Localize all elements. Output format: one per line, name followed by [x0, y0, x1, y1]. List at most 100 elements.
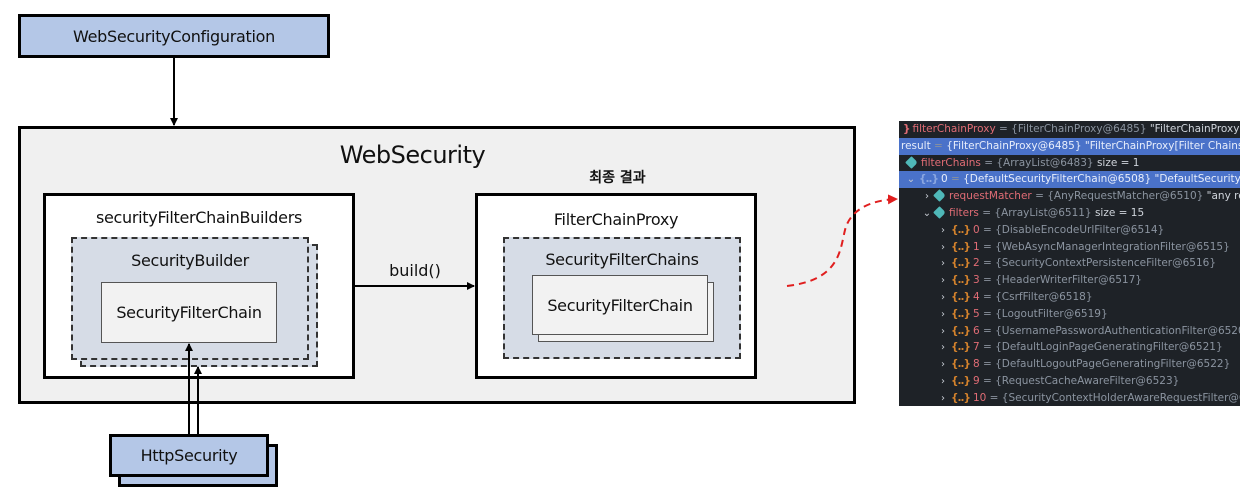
- websecurity-configuration-box: WebSecurityConfiguration: [18, 14, 330, 58]
- brace-icon: }: [903, 123, 911, 135]
- filter-chain-proxy-title: FilterChainProxy: [553, 209, 679, 229]
- variable-name: 0: [972, 223, 980, 236]
- equals-sign: =: [979, 257, 996, 270]
- security-filter-chains-title: SecurityFilterChains: [545, 249, 699, 269]
- variable-value: {FilterChainProxy@6485}: [946, 139, 1082, 152]
- debugger-tree-row[interactable]: › {..}2 = {SecurityContextPersistenceFilt…: [899, 255, 1240, 272]
- object-brace-icon: {..}: [951, 240, 971, 253]
- variable-name: 1: [972, 240, 980, 253]
- debugger-tree-row[interactable]: › {..}1 = {WebAsyncManagerIntegrationFilt…: [899, 239, 1240, 256]
- equals-sign: =: [980, 156, 997, 169]
- object-brace-icon: {..}: [951, 257, 971, 270]
- variable-value: {DefaultLogoutPageGeneratingFilter@6522}: [995, 358, 1231, 371]
- variable-description: "DefaultSecurityFilterChain: [1154, 173, 1240, 186]
- http-security-box: HttpSecurity: [109, 434, 269, 477]
- debugger-tree-row[interactable]: }filterChainProxy = {FilterChainProxy@64…: [899, 121, 1240, 138]
- equals-sign: =: [995, 123, 1012, 135]
- equals-sign: =: [930, 139, 947, 152]
- security-filter-chain-left-label: SecurityFilterChain: [116, 303, 262, 322]
- variable-description: "any request": [1206, 190, 1240, 203]
- variable-name: 10: [972, 391, 987, 404]
- chevron-down-icon[interactable]: ⌄: [906, 174, 916, 186]
- debugger-tree-row[interactable]: ›{..}5 = {LogoutFilter@6519}: [899, 306, 1240, 323]
- variable-value: {RequestCacheAwareFilter@6523}: [995, 375, 1180, 387]
- chevron-right-icon[interactable]: ›: [941, 275, 945, 287]
- chevron-right-icon[interactable]: ›: [925, 191, 929, 203]
- chevron-right-icon[interactable]: ›: [941, 241, 945, 253]
- chevron-right-icon[interactable]: ›: [941, 258, 945, 270]
- chevron-right-icon[interactable]: ›: [941, 392, 945, 404]
- variable-name: 9: [972, 375, 980, 387]
- object-brace-icon: {..}: [951, 274, 971, 287]
- chevron-right-icon[interactable]: ›: [941, 376, 945, 387]
- equals-sign: =: [979, 240, 996, 253]
- http-security-label: HttpSecurity: [140, 446, 238, 465]
- object-brace-icon: {..}: [951, 358, 971, 371]
- chevron-right-icon[interactable]: ›: [941, 292, 945, 303]
- variable-name: filters: [949, 207, 979, 219]
- debugger-tree-row[interactable]: › {..}10 = {SecurityContextHolderAwareReq…: [899, 390, 1240, 406]
- debugger-tree-row[interactable]: result = {FilterChainProxy@6485} "Filter…: [899, 137, 1240, 155]
- security-filter-chain-left-box: SecurityFilterChain: [101, 282, 277, 343]
- variable-name: 4: [972, 291, 980, 303]
- equals-sign: =: [979, 274, 996, 287]
- object-brace-icon: {..}: [919, 173, 939, 186]
- object-brace-icon: {..}: [951, 375, 971, 387]
- debugger-tree-row[interactable]: ›{..}6 = {UsernamePasswordAuthentication…: [899, 323, 1240, 340]
- debugger-tree-row[interactable]: ›requestMatcher = {AnyRequestMatcher@651…: [899, 188, 1240, 205]
- variable-value: {SecurityContextPersistenceFilter@6516}: [995, 257, 1217, 270]
- equals-sign: =: [1031, 190, 1048, 203]
- variable-description: "FilterChainProxy[Filter Chains: [Defaul…: [1149, 123, 1240, 135]
- equals-sign: =: [979, 358, 996, 371]
- debugger-tree-row[interactable]: › {..}4 = {CsrfFilter@6518}: [899, 289, 1240, 306]
- debugger-tree-row[interactable]: filterChains = {ArrayList@6483} size = 1: [899, 155, 1240, 172]
- variable-description: size = 1: [1096, 156, 1140, 169]
- equals-sign: =: [986, 391, 1002, 404]
- field-tag-icon: [905, 155, 918, 169]
- debugger-tree-row[interactable]: ⌄filters = {ArrayList@6511} size = 15: [899, 205, 1240, 222]
- chevron-right-icon[interactable]: ›: [941, 342, 945, 354]
- debugger-tree-row[interactable]: ›{..}0 = {DisableEncodeUrlFilter@6514}: [899, 222, 1240, 239]
- variable-name: 8: [972, 358, 980, 371]
- security-filter-chain-right-label: SecurityFilterChain: [547, 295, 693, 315]
- debugger-tree-row[interactable]: › {..}8 = {DefaultLogoutPageGeneratingFil…: [899, 356, 1240, 373]
- equals-sign: =: [979, 291, 996, 303]
- variable-value: {WebAsyncManagerIntegrationFilter@6515}: [995, 240, 1230, 253]
- object-brace-icon: {..}: [951, 291, 971, 303]
- object-brace-icon: {..}: [951, 391, 971, 404]
- variable-value: {ArrayList@6483}: [996, 156, 1094, 169]
- variable-name: 7: [972, 341, 980, 354]
- variable-name: requestMatcher: [949, 190, 1032, 203]
- variable-value: {DefaultSecurityFilterChain@6508}: [963, 173, 1152, 186]
- equals-sign: =: [978, 207, 995, 219]
- variable-description: size = 15: [1094, 207, 1145, 219]
- object-brace-icon: {..}: [951, 307, 971, 320]
- debugger-tree-row[interactable]: ⌄{..}0 = {DefaultSecurityFilterChain@650…: [899, 171, 1240, 189]
- variable-value: {HeaderWriterFilter@6517}: [995, 274, 1142, 287]
- object-brace-icon: {..}: [951, 341, 971, 354]
- debugger-tree-row[interactable]: ›{..}3 = {HeaderWriterFilter@6517}: [899, 272, 1240, 289]
- equals-sign: =: [979, 375, 996, 387]
- debugger-variables-panel: }filterChainProxy = {FilterChainProxy@64…: [899, 121, 1240, 406]
- variable-value: {DisableEncodeUrlFilter@6514}: [995, 223, 1165, 236]
- chevron-right-icon[interactable]: ›: [941, 224, 945, 236]
- variable-value: {CsrfFilter@6518}: [995, 291, 1093, 303]
- variable-name: 2: [972, 257, 980, 270]
- chevron-down-icon[interactable]: ⌄: [922, 208, 932, 219]
- equals-sign: =: [979, 324, 996, 337]
- chevron-right-icon[interactable]: ›: [941, 359, 945, 371]
- debugger-tree-row[interactable]: › {..}9 = {RequestCacheAwareFilter@6523}: [899, 373, 1240, 390]
- build-label: build(): [389, 260, 441, 280]
- object-brace-icon: {..}: [951, 223, 971, 236]
- chevron-right-icon[interactable]: ›: [941, 308, 945, 320]
- equals-sign: =: [979, 307, 996, 320]
- chevron-right-icon[interactable]: ›: [941, 325, 945, 337]
- equals-sign: =: [947, 173, 964, 186]
- variable-name: 6: [972, 324, 980, 337]
- variable-value: {FilterChainProxy@6485}: [1011, 123, 1147, 135]
- variable-value: {SecurityContextHolderAwareRequestFilter…: [1001, 391, 1240, 404]
- variable-name: filterChains: [921, 156, 981, 169]
- debugger-tree-row[interactable]: ›{..}7 = {DefaultLoginPageGeneratingFilt…: [899, 339, 1240, 356]
- variable-value: {DefaultLoginPageGeneratingFilter@6521}: [995, 341, 1223, 354]
- field-tag-icon: [933, 206, 946, 219]
